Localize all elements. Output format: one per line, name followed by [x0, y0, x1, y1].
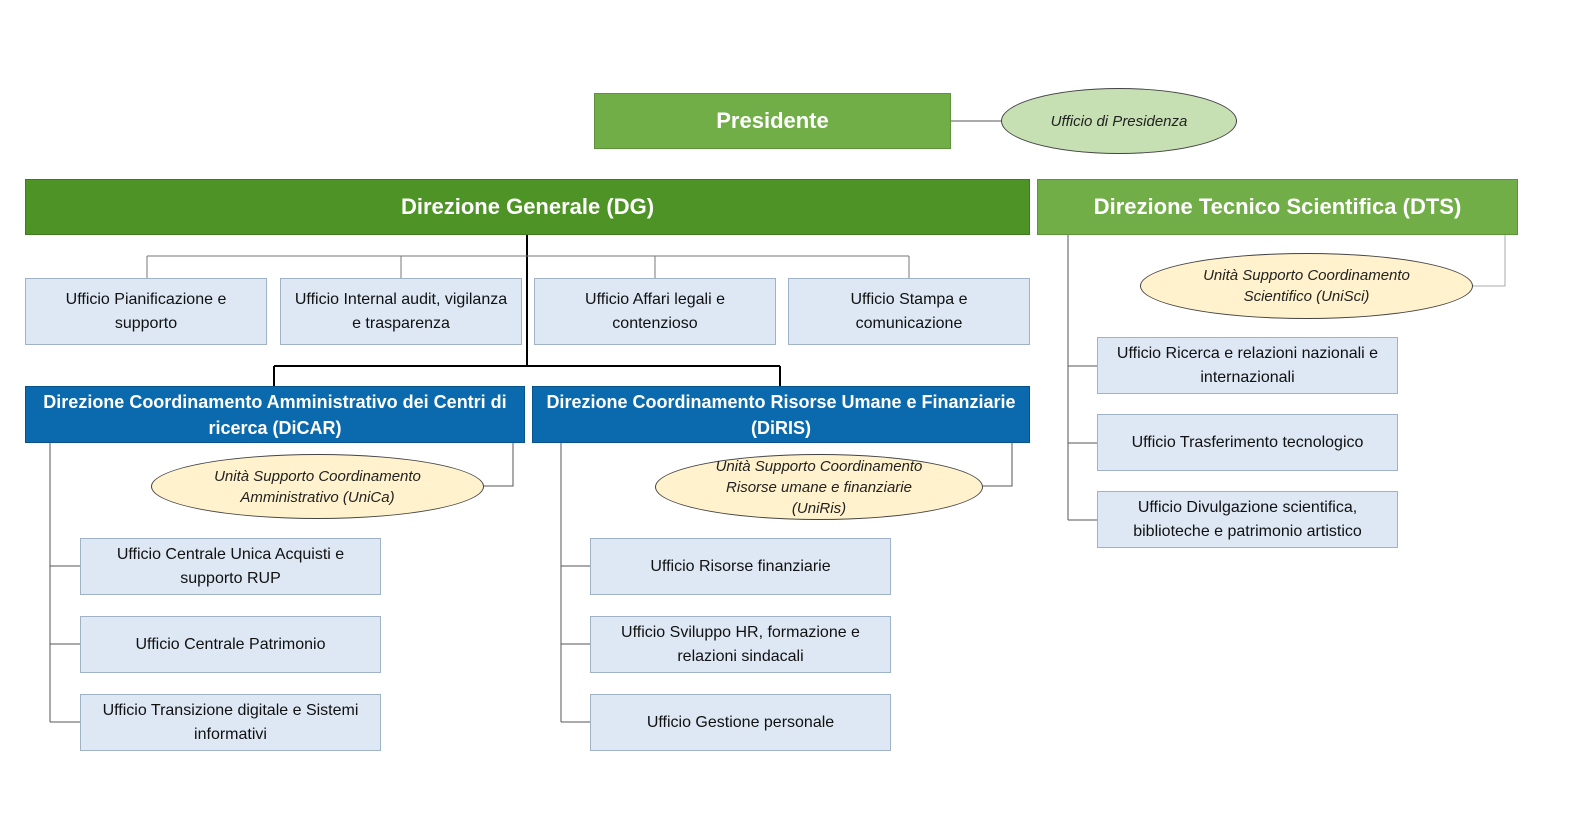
dg-office-1-label: Ufficio Pianificazione e supporto	[65, 290, 227, 332]
dts-office-3: Ufficio Divulgazione scientifica, biblio…	[1097, 491, 1398, 548]
diris-office-2: Ufficio Sviluppo HR, formazione e relazi…	[590, 616, 891, 673]
dts-box: Direzione Tecnico Scientifica (DTS)	[1037, 179, 1518, 235]
ufficio-presidenza-label: Ufficio di Presidenza	[1050, 112, 1188, 130]
dts-office-2: Ufficio Trasferimento tecnologico	[1097, 414, 1398, 471]
dg-office-2-label: Ufficio Internal audit, vigilanza e tras…	[294, 290, 508, 332]
diris-office-1-label: Ufficio Risorse finanziarie	[650, 557, 831, 575]
uniris-ellipse: Unità Supporto Coordinamento Risorse uma…	[655, 454, 983, 520]
dg-office-4-label: Ufficio Stampa e comunicazione	[850, 290, 968, 332]
diris-office-3-label: Ufficio Gestione personale	[646, 713, 835, 731]
diris-box: Direzione Coordinamento Risorse Umane e …	[532, 386, 1030, 443]
dts-office-2-label: Ufficio Trasferimento tecnologico	[1131, 433, 1364, 451]
dicar-office-2: Ufficio Centrale Patrimonio	[80, 616, 381, 673]
connector-dts-unisci	[1472, 235, 1506, 287]
ufficio-presidenza-ellipse: Ufficio di Presidenza	[1001, 88, 1237, 154]
uniris-label: Unità Supporto Coordinamento Risorse uma…	[715, 457, 923, 517]
dg-office-1: Ufficio Pianificazione e supporto	[25, 278, 267, 345]
connector-dicar-unica	[484, 442, 514, 487]
dicar-office-2-label: Ufficio Centrale Patrimonio	[135, 635, 326, 653]
connector-diris-uniris	[983, 442, 1013, 487]
diris-office-2-label: Ufficio Sviluppo HR, formazione e relazi…	[621, 623, 860, 665]
presidente-title: Presidente	[716, 108, 829, 133]
dts-title: Direzione Tecnico Scientifica (DTS)	[1093, 194, 1462, 219]
dicar-office-3-label: Ufficio Transizione digitale e Sistemi i…	[102, 701, 359, 743]
diris-title: Direzione Coordinamento Risorse Umane e …	[546, 391, 1016, 438]
dicar-office-1: Ufficio Centrale Unica Acquisti e suppor…	[80, 538, 381, 595]
dicar-box: Direzione Coordinamento Amministrativo d…	[25, 386, 525, 443]
dg-office-4: Ufficio Stampa e comunicazione	[788, 278, 1030, 345]
presidente-box: Presidente	[594, 93, 951, 149]
unisci-ellipse: Unità Supporto Coordinamento Scientifico…	[1140, 253, 1473, 319]
dicar-title: Direzione Coordinamento Amministrativo d…	[43, 391, 507, 438]
dts-office-3-label: Ufficio Divulgazione scientifica, biblio…	[1133, 498, 1362, 540]
dg-office-2: Ufficio Internal audit, vigilanza e tras…	[280, 278, 522, 345]
dts-office-1: Ufficio Ricerca e relazioni nazionali e …	[1097, 337, 1398, 394]
diris-office-1: Ufficio Risorse finanziarie	[590, 538, 891, 595]
dicar-office-1-label: Ufficio Centrale Unica Acquisti e suppor…	[116, 545, 345, 587]
diris-office-3: Ufficio Gestione personale	[590, 694, 891, 751]
dg-title: Direzione Generale (DG)	[400, 194, 655, 219]
dg-office-3: Ufficio Affari legali e contenzioso	[534, 278, 776, 345]
dg-box: Direzione Generale (DG)	[25, 179, 1030, 235]
dicar-office-3: Ufficio Transizione digitale e Sistemi i…	[80, 694, 381, 751]
unica-label: Unità Supporto Coordinamento Amministrat…	[214, 467, 421, 506]
dts-office-1-label: Ufficio Ricerca e relazioni nazionali e …	[1116, 344, 1379, 386]
unica-ellipse: Unità Supporto Coordinamento Amministrat…	[151, 454, 484, 519]
unisci-label: Unità Supporto Coordinamento Scientifico…	[1203, 267, 1410, 305]
dg-office-3-label: Ufficio Affari legali e contenzioso	[585, 290, 725, 332]
